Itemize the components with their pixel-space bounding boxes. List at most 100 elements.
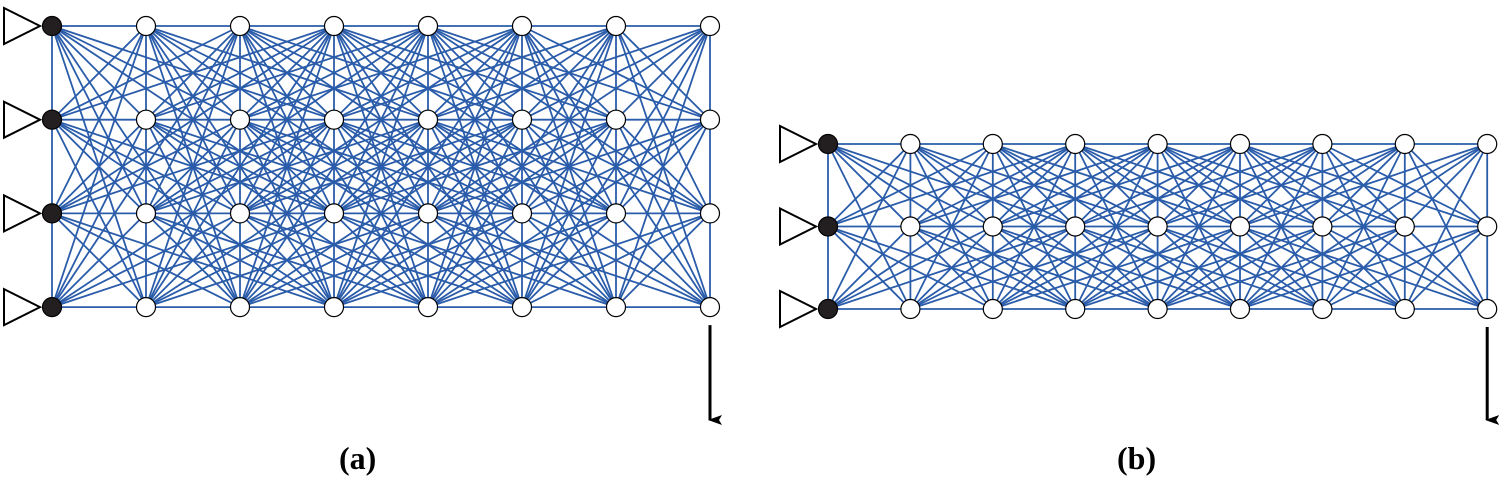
free-node [699,297,721,318]
truss-member [333,25,429,121]
free-node [1477,133,1498,155]
truss-member [1239,143,1324,310]
free-node [323,109,345,130]
free-node [135,109,157,130]
members [51,25,711,309]
truss-member [1239,143,1324,228]
free-node [699,203,721,224]
free-node [1394,133,1415,155]
support-node [41,15,63,37]
truss-member [1156,143,1241,310]
free-node [135,203,157,224]
free-node [1065,216,1086,237]
free-node [605,297,627,318]
truss-member [1321,143,1406,310]
truss-member [521,119,617,308]
truss-member [239,212,335,308]
free-node [982,298,1003,320]
truss-member [521,25,617,214]
truss-member [992,225,1076,310]
truss-member [521,25,617,121]
truss-member [1404,143,1488,228]
truss-member [1156,225,1241,310]
free-node [511,297,533,318]
truss-member [333,25,429,308]
truss-member [333,25,429,214]
pin-support-icon [3,193,43,234]
truss-member [333,212,429,308]
truss-member [909,225,994,310]
truss-member [145,25,241,308]
free-node [323,203,345,224]
truss-member [1321,225,1406,310]
truss-member [427,119,523,308]
free-node [900,216,921,237]
free-node [1394,298,1415,320]
panel-b-label: (b) [1117,440,1157,476]
truss-member [615,25,711,214]
truss-member [615,212,711,308]
truss-member [909,143,994,228]
free-node [1229,298,1251,320]
free-node [900,298,921,320]
support-node [41,203,63,224]
truss-member [145,119,241,308]
free-node [511,203,533,224]
free-node [417,203,439,224]
free-node [699,15,721,37]
free-node [1147,216,1168,237]
pin-support-icon [779,206,819,247]
pin-support-icon [3,100,43,140]
truss-member [51,25,147,121]
free-node [1477,216,1498,237]
free-node [982,133,1003,155]
truss-member [827,143,912,228]
truss-member [991,143,1077,310]
truss-member [239,25,335,308]
free-node [135,15,157,37]
free-node [1312,216,1333,237]
truss-member [51,25,147,214]
truss-member [1074,143,1159,310]
free-node [605,109,627,130]
free-node [605,15,627,37]
free-node [1394,216,1415,237]
pin-support-icon [779,289,819,329]
panel-a-label: (a) [339,440,377,476]
free-node [699,109,721,130]
truss-member [615,25,711,308]
pin-support-icon [3,6,43,46]
support-node [817,216,839,237]
free-node [417,15,439,37]
truss-member [51,119,147,308]
truss-member [1239,225,1324,310]
truss-member [615,25,711,121]
free-node [511,15,533,37]
truss-member [1403,143,1489,310]
free-node [229,297,251,318]
panel-b [779,124,1500,425]
truss-member [992,143,1076,228]
free-node [1312,133,1333,155]
free-node [229,109,251,130]
support-node [817,298,839,320]
free-node [1312,298,1333,320]
truss-member [239,119,335,308]
truss-member [333,119,429,308]
free-node [1147,298,1168,320]
truss-member [427,25,523,121]
free-node [135,297,157,318]
free-node [511,109,533,130]
truss-member [427,212,523,308]
truss-member [827,143,912,310]
free-node [1477,298,1498,320]
support-node [41,109,63,130]
pin-support-icon [3,287,43,327]
truss-member [827,225,912,310]
pin-support-icon [779,124,819,164]
support-node [41,297,63,318]
truss-member [615,119,711,308]
free-node [982,216,1003,237]
free-node [417,109,439,130]
